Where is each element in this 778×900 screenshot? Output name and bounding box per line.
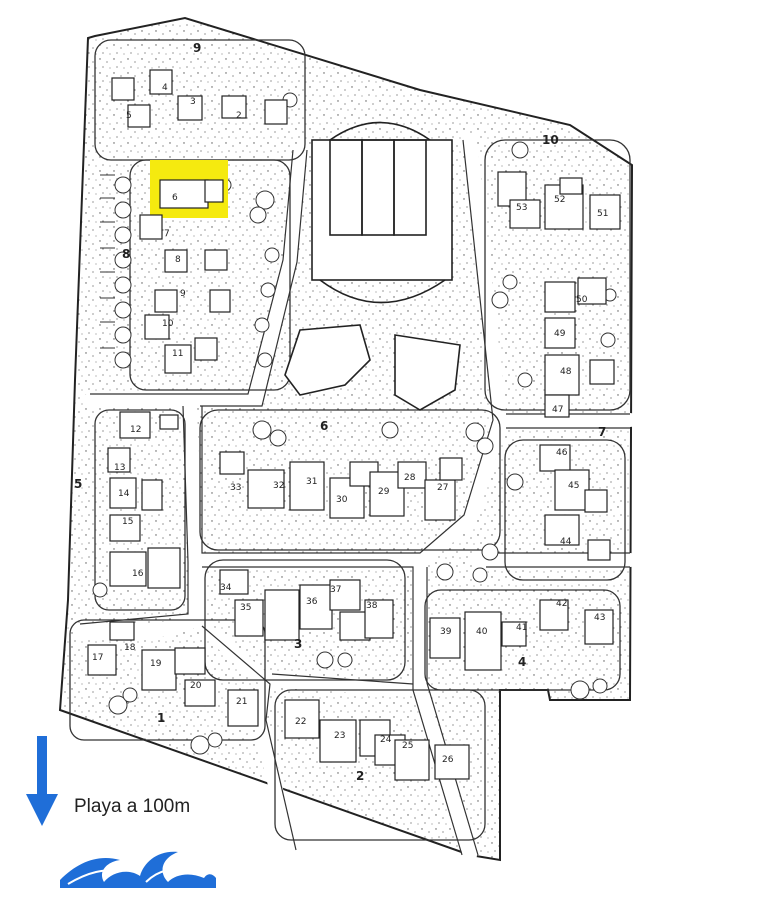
unit-label: 7 (164, 229, 170, 239)
unit-label: 25 (402, 741, 413, 751)
unit-label: 36 (306, 597, 318, 607)
unit-label: 10 (162, 319, 174, 329)
unit-label: 6 (172, 193, 178, 203)
zone-label: 7 (598, 425, 606, 439)
unit-label: 23 (334, 731, 345, 741)
zone-label: 6 (320, 419, 328, 433)
parking (100, 174, 132, 369)
unit-label: 35 (240, 603, 251, 613)
unit-label: 33 (230, 483, 241, 493)
unit-label: 41 (516, 623, 527, 633)
unit-label: 16 (132, 569, 144, 579)
unit-label: 18 (124, 643, 136, 653)
central-building (311, 121, 453, 304)
unit-label: 15 (122, 517, 133, 527)
unit-label: 5 (126, 111, 132, 121)
unit-label: 3 (190, 97, 196, 107)
unit-label: 43 (594, 613, 605, 623)
unit-label: 50 (576, 295, 588, 305)
unit-label: 11 (172, 349, 183, 359)
unit-label: 40 (476, 627, 488, 637)
unit-label: 27 (437, 483, 448, 493)
arrow-down-icon (22, 736, 62, 828)
trees (92, 92, 617, 755)
unit-label: 31 (306, 477, 317, 487)
unit-label: 37 (330, 585, 341, 595)
unit-label: 52 (554, 195, 565, 205)
unit-label: 53 (516, 203, 527, 213)
unit-label: 44 (560, 537, 572, 547)
unit-label: 21 (236, 697, 247, 707)
unit-label: 12 (130, 425, 141, 435)
unit-label: 20 (190, 681, 202, 691)
unit-label: 51 (597, 209, 608, 219)
unit-label: 42 (556, 599, 567, 609)
beach-distance-label: Playa a 100m (74, 796, 191, 817)
unit-label: 38 (366, 601, 378, 611)
unit-label: 34 (220, 583, 232, 593)
unit-label: 9 (180, 289, 186, 299)
zone-label: 1 (157, 711, 165, 725)
pools (284, 324, 461, 411)
unit-label: 39 (440, 627, 452, 637)
zone-labels: 1 2 3 4 5 6 7 8 9 10 (74, 41, 606, 783)
unit-label: 45 (568, 481, 579, 491)
zone-label: 8 (122, 247, 130, 261)
unit-label: 14 (118, 489, 130, 499)
zone-label: 3 (294, 637, 302, 651)
buildings (87, 69, 621, 781)
unit-label: 30 (336, 495, 348, 505)
unit-label: 32 (273, 481, 284, 491)
zone-label: 2 (356, 769, 364, 783)
unit-label: 8 (175, 255, 181, 265)
unit-label: 28 (404, 473, 416, 483)
unit-label: 29 (378, 487, 390, 497)
unit-label: 48 (560, 367, 572, 377)
zone-label: 10 (542, 133, 559, 147)
unit-label: 13 (114, 463, 125, 473)
unit-label: 46 (556, 448, 568, 458)
zone-label: 9 (193, 41, 201, 55)
unit-label: 22 (295, 717, 306, 727)
unit-label: 24 (380, 735, 392, 745)
unit-label: 17 (92, 653, 103, 663)
unit-label: 26 (442, 755, 454, 765)
unit-label: 49 (554, 329, 566, 339)
unit-label: 47 (552, 405, 563, 415)
unit-label: 19 (150, 659, 162, 669)
unit-label: 2 (236, 111, 242, 121)
unit-label: 4 (162, 83, 168, 93)
wave-icon (58, 832, 218, 892)
zone-label: 4 (518, 655, 526, 669)
zone-label: 5 (74, 477, 82, 491)
